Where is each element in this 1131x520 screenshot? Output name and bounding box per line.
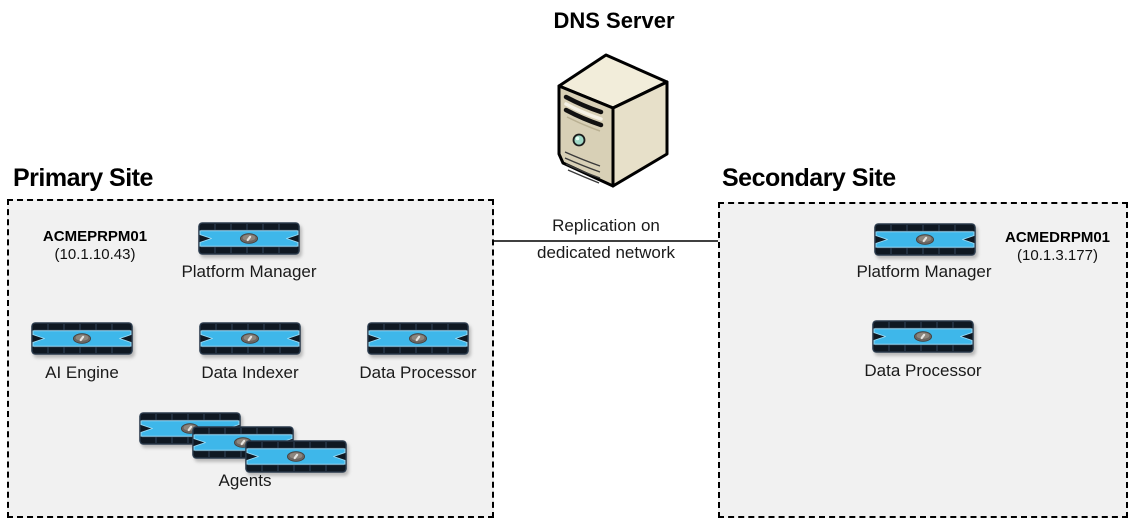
secondary-site-title: Secondary Site	[722, 164, 896, 192]
data-indexer-label: Data Indexer	[201, 363, 299, 382]
primary-pm-ip: (10.1.10.43)	[54, 246, 136, 263]
secondary-data-processor-label: Data Processor	[864, 361, 982, 380]
primary-pm-host-block: ACMEPRPM01 (10.1.10.43)	[20, 228, 170, 264]
secondary-pm-ip: (10.1.3.177)	[1017, 247, 1098, 264]
secondary-data-processor-appliance-icon	[872, 320, 974, 353]
secondary-platform-manager-appliance-icon	[874, 223, 976, 256]
replication-label-line1: Replication on	[552, 216, 660, 235]
secondary-pm-label: Platform Manager	[856, 262, 992, 281]
primary-pm-hostname: ACMEPRPM01	[42, 228, 148, 245]
primary-platform-manager-appliance-icon	[198, 222, 300, 255]
replication-label-line2: dedicated network	[537, 243, 675, 262]
data-indexer-appliance-icon	[199, 322, 301, 355]
ai-engine-appliance-icon	[31, 322, 133, 355]
dns-server-icon	[557, 53, 669, 188]
primary-site-title: Primary Site	[13, 164, 153, 192]
primary-data-processor-label: Data Processor	[359, 363, 477, 382]
ai-engine-label: AI Engine	[45, 363, 119, 382]
primary-data-processor-appliance-icon	[367, 322, 469, 355]
agents-label: Agents	[218, 471, 272, 490]
primary-pm-label: Platform Manager	[181, 262, 317, 281]
agent-appliance-icon-3	[245, 440, 347, 473]
dns-server-title: DNS Server	[553, 8, 675, 33]
secondary-pm-host-block: ACMEDRPM01 (10.1.3.177)	[985, 229, 1130, 265]
secondary-pm-hostname: ACMEDRPM01	[1004, 229, 1110, 246]
